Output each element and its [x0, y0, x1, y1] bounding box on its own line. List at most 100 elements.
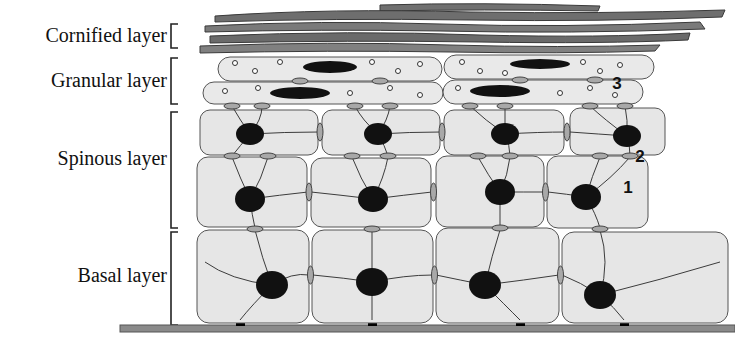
desmosome — [308, 266, 314, 284]
desmosome — [502, 153, 518, 159]
layer-bracket — [171, 112, 178, 228]
desmosome — [364, 226, 380, 232]
granule — [418, 93, 423, 98]
granule — [370, 60, 375, 65]
desmosome — [306, 183, 312, 201]
granule — [396, 69, 401, 74]
granular-cell — [218, 57, 442, 81]
desmosome — [617, 103, 633, 109]
desmosome — [492, 225, 508, 231]
nucleus — [303, 61, 357, 73]
desmosome — [254, 103, 270, 109]
desmosome — [432, 266, 438, 284]
nucleus — [356, 268, 388, 296]
spinous-cell — [322, 110, 440, 155]
nucleus — [470, 85, 530, 97]
layer-label: Basal layer — [0, 264, 167, 286]
keratin-filament — [600, 262, 720, 295]
desmosome — [587, 77, 603, 83]
desmosome — [512, 77, 528, 83]
granule — [388, 86, 393, 91]
layer-label: Spinous layer — [0, 147, 167, 169]
nucleus — [236, 123, 264, 145]
nucleus — [358, 186, 388, 212]
desmosome — [344, 153, 360, 159]
granule — [418, 62, 423, 67]
basal-cell — [197, 230, 309, 323]
desmosome — [224, 103, 240, 109]
corneocyte — [210, 33, 690, 43]
desmosome — [497, 103, 513, 109]
desmosome — [470, 153, 486, 159]
basement-membrane — [120, 325, 735, 332]
desmosome — [372, 78, 388, 84]
spinous-cell — [547, 156, 648, 228]
granule — [253, 69, 258, 74]
nucleus — [491, 123, 519, 145]
nucleus — [270, 87, 330, 99]
desmosome — [558, 266, 564, 284]
desmosome — [431, 183, 437, 201]
spinous-cell — [200, 110, 318, 155]
desmosome — [224, 153, 240, 159]
spinous-cell — [311, 158, 431, 227]
granule — [223, 89, 228, 94]
callout-number: 1 — [619, 178, 637, 198]
nucleus — [235, 186, 265, 212]
granule — [588, 86, 593, 91]
granule — [456, 86, 461, 91]
desmosome — [247, 226, 263, 232]
layer-label: Granular layer — [0, 69, 167, 91]
callout-number: 2 — [631, 147, 649, 167]
granule — [233, 61, 238, 66]
callout-number: 3 — [608, 74, 626, 94]
nucleus — [571, 184, 601, 210]
corneocyte — [200, 43, 660, 53]
basal-cell — [312, 230, 433, 323]
layer-bracket — [171, 58, 178, 104]
desmosome — [592, 226, 608, 232]
desmosome — [543, 183, 549, 201]
granule — [558, 91, 563, 96]
granular-cell — [444, 55, 654, 79]
spinous-cell — [436, 156, 544, 227]
desmosome — [347, 103, 363, 109]
granule — [598, 69, 603, 74]
desmosome — [292, 78, 308, 84]
granule — [348, 91, 353, 96]
desmosome — [382, 103, 398, 109]
granule — [278, 60, 283, 65]
granule — [613, 93, 618, 98]
desmosome — [317, 123, 323, 141]
granule — [581, 60, 586, 65]
nucleus — [485, 179, 515, 205]
desmosome — [439, 123, 445, 141]
basal-cell — [436, 228, 559, 323]
granule — [503, 71, 508, 76]
desmosome — [260, 153, 276, 159]
desmosome — [462, 103, 478, 109]
desmosome — [592, 153, 608, 159]
granule — [478, 69, 483, 74]
desmosome — [564, 123, 570, 141]
granule — [256, 86, 261, 91]
spinous-cell — [570, 108, 665, 155]
corneocyte — [380, 4, 600, 11]
nucleus — [364, 123, 392, 145]
basal-cell — [562, 232, 728, 323]
desmosome — [380, 153, 396, 159]
spinous-cell — [197, 157, 307, 227]
layer-bracket — [171, 232, 178, 325]
nucleus — [584, 281, 616, 309]
granular-cell — [203, 82, 443, 104]
nucleus — [256, 271, 288, 299]
granule — [460, 60, 465, 65]
nucleus — [510, 59, 570, 69]
granule — [618, 63, 623, 68]
nucleus — [469, 271, 501, 299]
corneocyte — [205, 22, 705, 32]
corneocyte — [215, 10, 725, 22]
